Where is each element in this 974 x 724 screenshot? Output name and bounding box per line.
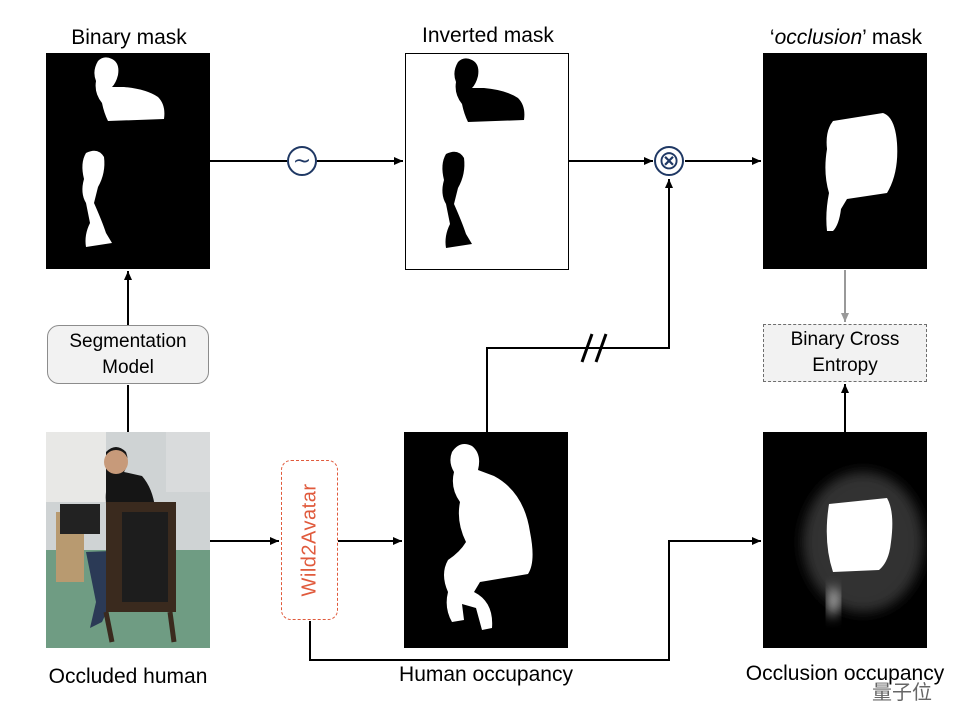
occluded-human-label: Occluded human — [48, 665, 208, 688]
human-occupancy-image — [404, 432, 568, 648]
wild2avatar-box: Wild2Avatar — [281, 460, 338, 620]
stop-gradient-mark-1 — [580, 333, 594, 363]
occlusion-occupancy-label: Occlusion occupancy — [745, 662, 945, 685]
binary-mask-silhouette — [82, 57, 165, 247]
bce-line1: Binary Cross — [790, 329, 900, 350]
occlusion-mask-image — [763, 53, 927, 269]
occluded-human-photo — [46, 432, 210, 648]
inverted-mask-label: Inverted mask — [422, 24, 554, 47]
occlusion-occupancy-image — [763, 432, 927, 648]
human-occupancy-label: Human occupancy — [399, 663, 573, 686]
watermark-logo: 量子位 — [872, 682, 932, 704]
multiply-operator: ⊗ — [654, 146, 684, 176]
stop-gradient-mark-2 — [594, 333, 608, 363]
segmentation-model-box: Segmentation Model — [47, 325, 209, 384]
occlusion-mask-quote-open: ‘ — [769, 26, 775, 49]
segmentation-model-line2: Model — [102, 356, 154, 378]
human-occupancy-silhouette — [444, 444, 533, 630]
arrow-w2a-to-occlusion-occupancy — [309, 537, 761, 661]
segmentation-model-line1: Segmentation — [69, 330, 187, 352]
occlusion-mask-shape — [825, 113, 898, 231]
inverted-mask-silhouette — [442, 58, 525, 248]
occlusion-mask-label: ‘occlusion’ mask — [740, 26, 952, 50]
occluded-human-scene — [46, 432, 210, 648]
occlusion-mask-word: occlusion — [774, 26, 863, 49]
bce-line2: Entropy — [812, 355, 878, 376]
occlusion-mask-quote-close: ’ mask — [862, 26, 923, 49]
arrow-occupancy-to-multiply — [486, 179, 673, 432]
inverted-mask-image — [405, 53, 569, 270]
occlusion-occupancy-shape — [803, 472, 923, 618]
invert-operator: ~ — [287, 146, 317, 176]
binary-mask-image — [46, 53, 210, 269]
binary-mask-label: Binary mask — [71, 26, 187, 49]
binary-cross-entropy-box: Binary Cross Entropy — [763, 324, 927, 382]
